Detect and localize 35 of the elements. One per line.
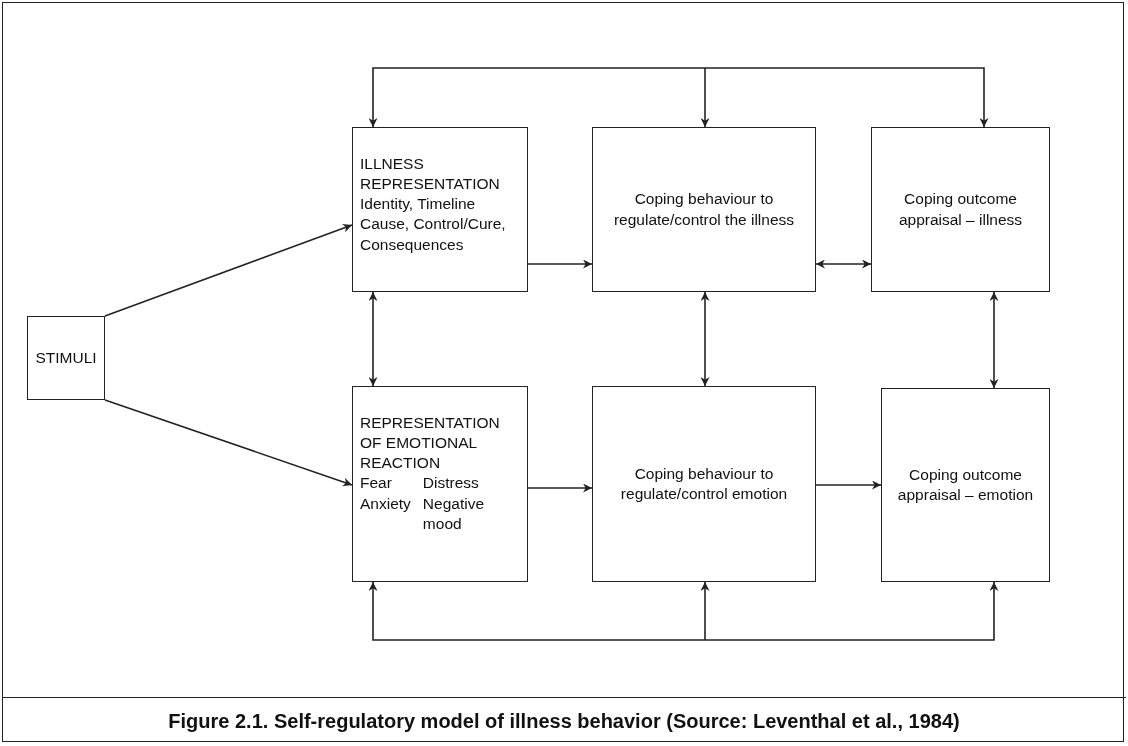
box-heading: REPRESENTATION OF EMOTIONAL REACTION [360, 413, 501, 474]
arrow [527, 483, 593, 493]
process-box [592, 386, 816, 582]
process-box [27, 316, 105, 400]
box-text: Coping outcome appraisal – emotion [896, 464, 1035, 505]
arrow [989, 291, 999, 389]
box-text: Coping behaviour to regulate/control the illness [612, 189, 796, 230]
arrow [368, 581, 706, 641]
arrow [704, 581, 999, 641]
box-text: Negative mood [422, 493, 486, 534]
box-text: STIMULI [35, 347, 97, 368]
box-text: Identity, Timeline Cause, Control/Cure, Consequences [360, 194, 507, 255]
box-text: Coping behaviour to regulate/control emotion [619, 463, 789, 504]
arrow [368, 67, 706, 128]
process-box [352, 127, 528, 292]
arrow [815, 480, 882, 490]
arrow [104, 223, 353, 317]
arrow [700, 581, 710, 641]
arrow [527, 259, 593, 269]
process-box [592, 127, 816, 292]
box-heading: ILLNESS REPRESENTATION [360, 154, 501, 195]
box-text: Anxiety [360, 493, 411, 514]
box-text: Distress [422, 473, 480, 494]
process-box [881, 388, 1050, 582]
arrow [704, 67, 989, 128]
process-box [871, 127, 1050, 292]
arrow [104, 399, 353, 487]
box-text: Coping outcome appraisal – illness [897, 189, 1024, 230]
box-text: Fear [360, 473, 393, 494]
arrow [815, 259, 872, 269]
arrow [700, 67, 710, 128]
arrow [368, 291, 378, 387]
arrow [700, 291, 710, 387]
process-box [352, 386, 528, 582]
figure-caption: Figure 2.1. Self-regulatory model of illness behavior (Source: Leventhal et al., 1984) [168, 709, 960, 733]
